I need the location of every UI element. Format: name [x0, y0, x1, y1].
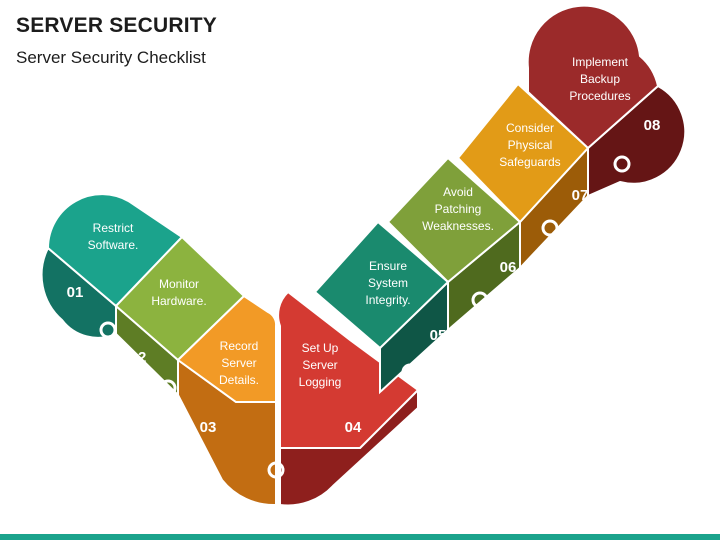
- step-02-label-line: Monitor: [159, 277, 199, 291]
- step-04-label-line: Set Up: [302, 341, 339, 355]
- puzzle-connector: [541, 219, 559, 237]
- footer-bar: [0, 534, 720, 540]
- step-04-number: 04: [345, 419, 362, 436]
- step-08-label-line: Backup: [580, 72, 620, 86]
- step-02-label-line: Hardware.: [151, 294, 206, 308]
- step-03-number: 03: [200, 419, 217, 436]
- step-06-label-line: Weaknesses.: [422, 219, 494, 233]
- step-02-number: 02: [130, 349, 147, 366]
- step-08-side: [587, 84, 687, 198]
- step-05-label-line: Integrity.: [365, 293, 410, 307]
- step-01-label-line: Restrict: [93, 221, 134, 235]
- step-05-label-line: Ensure: [369, 259, 407, 273]
- step-01-face: [46, 193, 184, 308]
- step-03-face: [176, 294, 278, 403]
- step-07-label-line: Physical: [508, 138, 553, 152]
- puzzle-connector: [613, 155, 631, 173]
- page-subtitle: Server Security Checklist: [16, 48, 206, 67]
- step-03-label-line: Server: [221, 356, 256, 370]
- step-04-face: [277, 290, 420, 449]
- step-08-label-line: Implement: [572, 55, 629, 69]
- step-08-number: 08: [644, 117, 661, 134]
- step-06-number: 06: [500, 259, 517, 276]
- step-03-label-line: Details.: [219, 373, 259, 387]
- step-01-label-line: Software.: [88, 238, 139, 252]
- puzzle-connector: [267, 461, 285, 479]
- step-03-label-line: Record: [220, 339, 259, 353]
- step-07-label-line: Consider: [506, 121, 554, 135]
- step-06-label-line: Avoid: [443, 185, 473, 199]
- step-03-side: [177, 358, 277, 507]
- puzzle-connector: [401, 363, 419, 381]
- step-06-face: [386, 156, 522, 284]
- step-01-number: 01: [67, 284, 84, 301]
- step-07-label-line: Safeguards: [499, 155, 560, 169]
- step-05-number: 05: [430, 327, 447, 344]
- puzzle-connector: [159, 379, 177, 397]
- puzzle-connector: [471, 291, 489, 309]
- step-06-label-line: Patching: [435, 202, 482, 216]
- puzzle-connector: [99, 321, 117, 339]
- step-05-face: [313, 220, 450, 350]
- step-07-number: 07: [572, 187, 589, 204]
- step-08-face: [526, 4, 660, 150]
- step-04-label-line: Logging: [299, 375, 342, 389]
- step-05-label-line: System: [368, 276, 408, 290]
- step-04-side: [279, 387, 419, 507]
- step-04-label-line: Server: [302, 358, 337, 372]
- step-08-label-line: Procedures: [569, 89, 630, 103]
- page-title: SERVER SECURITY: [16, 14, 217, 37]
